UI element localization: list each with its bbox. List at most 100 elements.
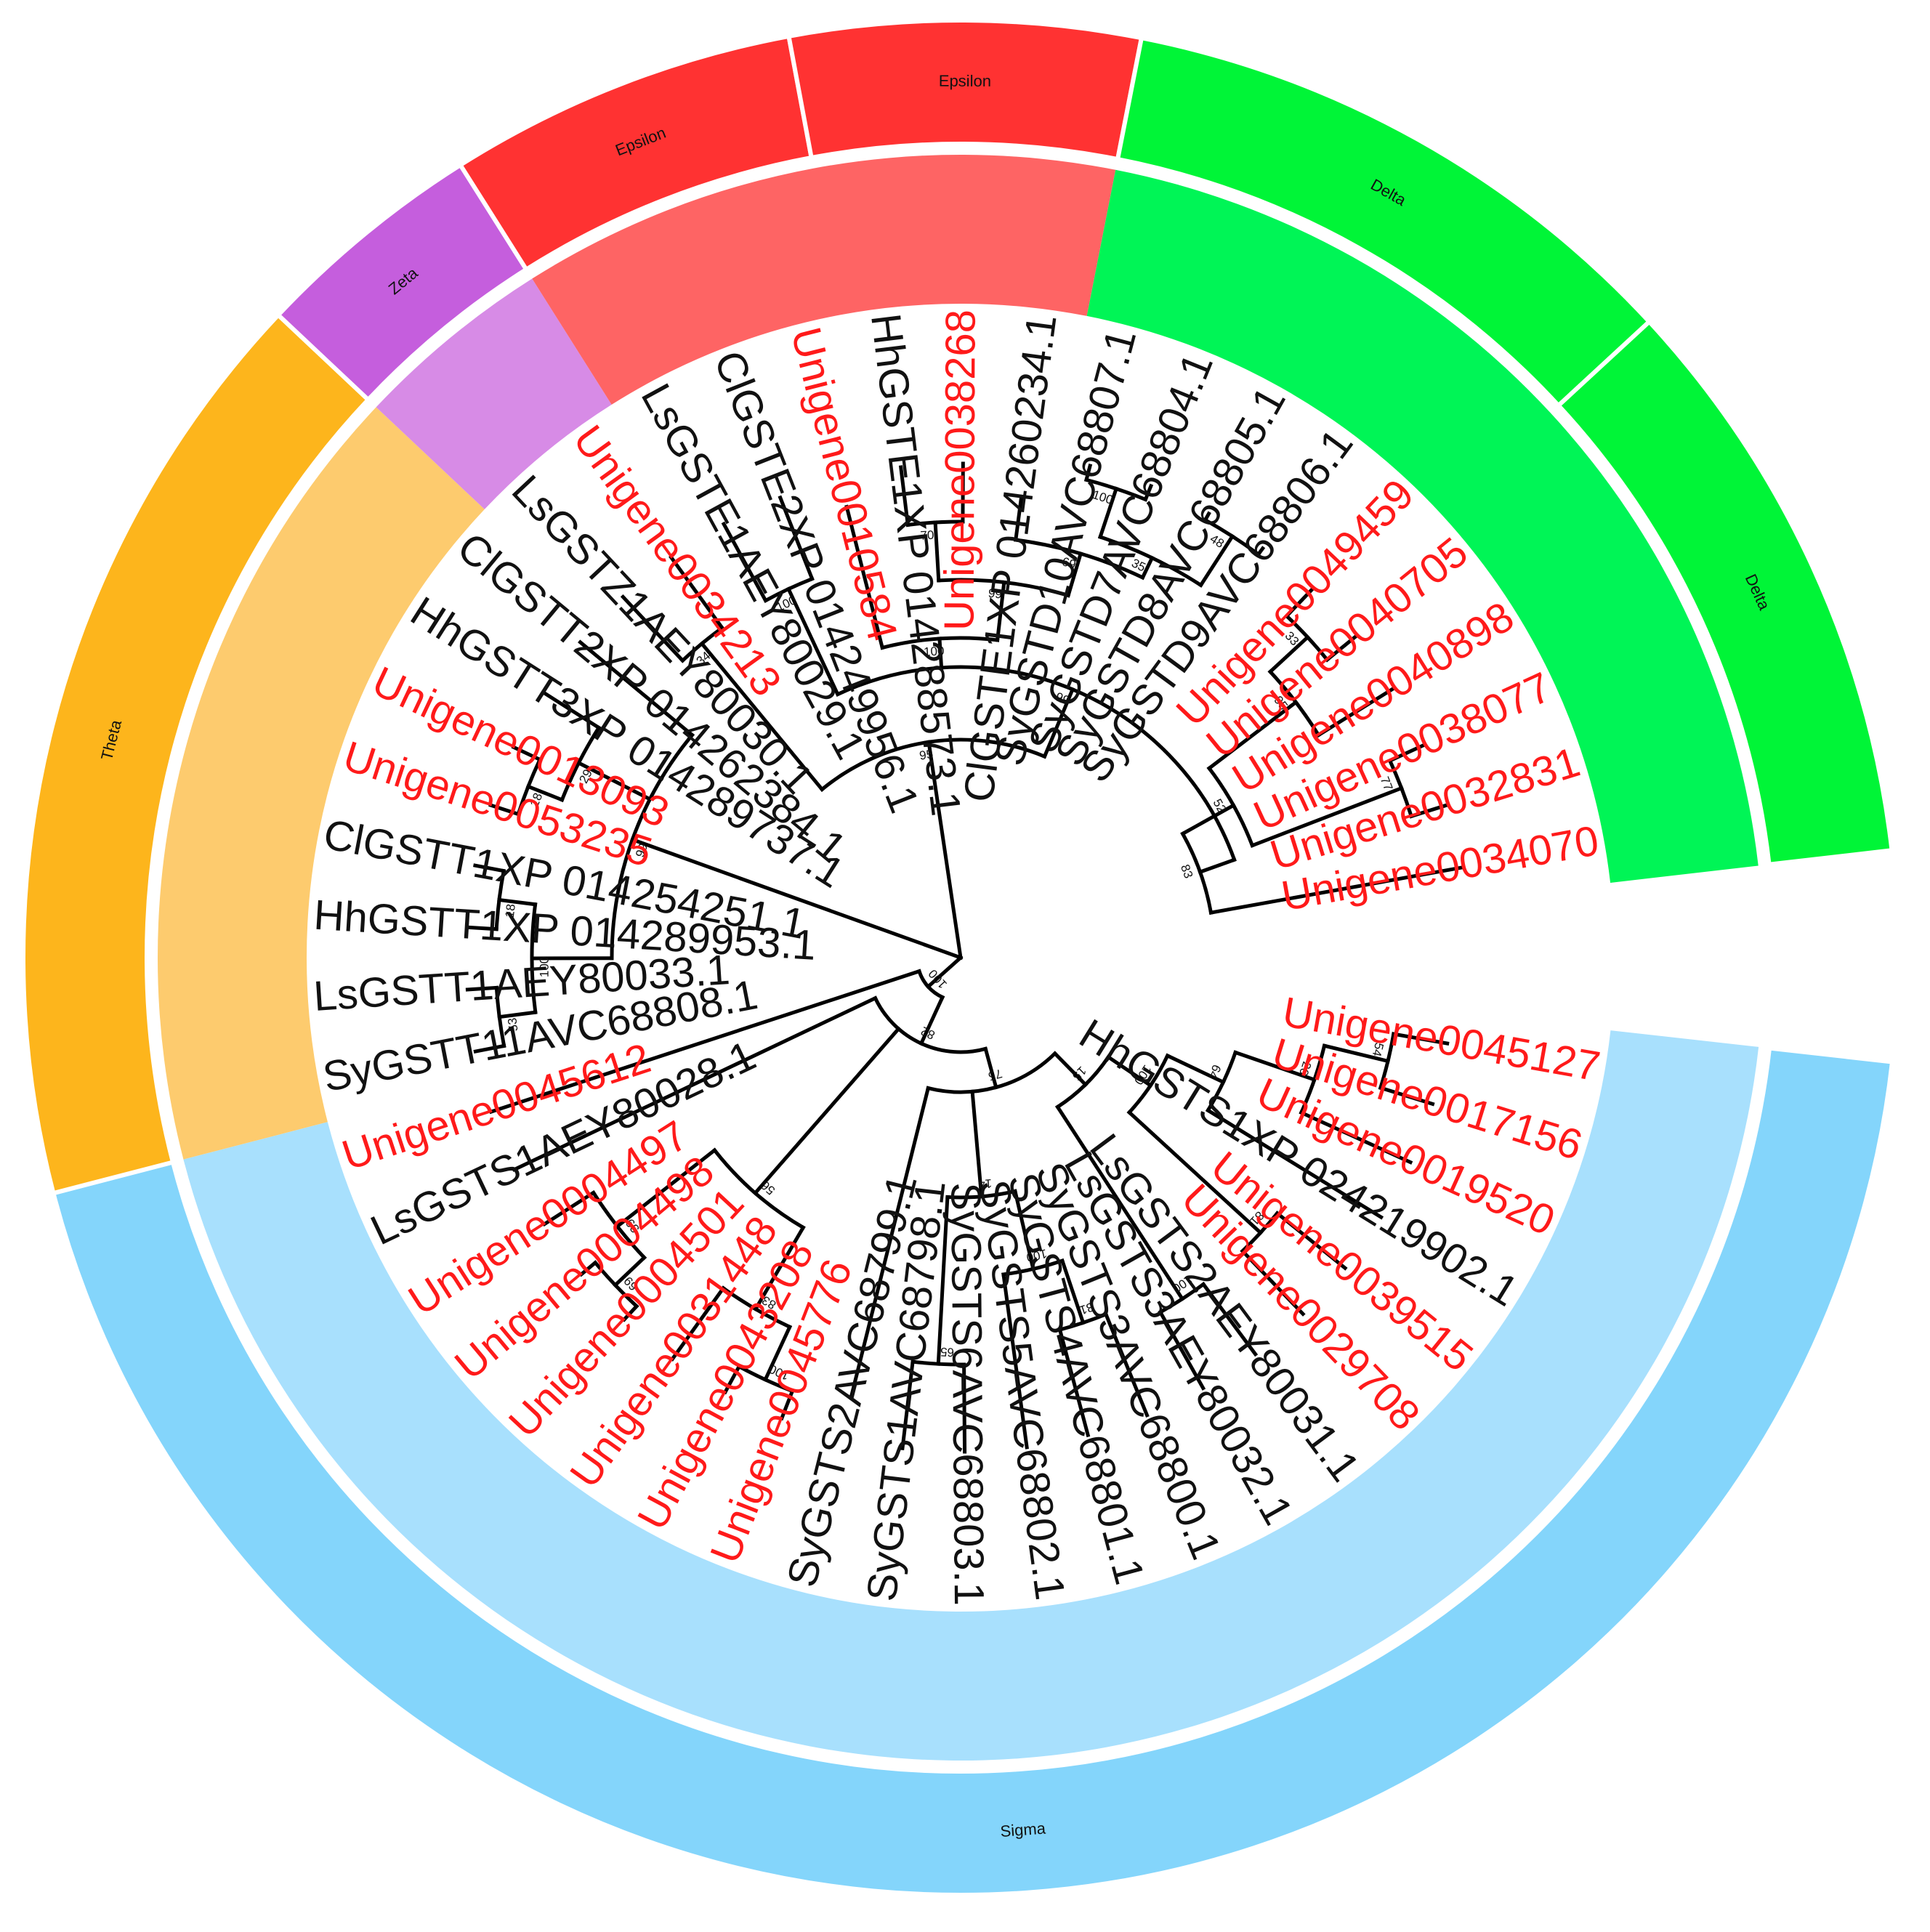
tree-branch xyxy=(1042,687,1075,759)
bootstrap-value: 53 xyxy=(505,1017,520,1032)
tree-branch xyxy=(578,1260,598,1277)
bootstrap-value: 100 xyxy=(923,644,945,659)
tree-branch xyxy=(1250,785,1404,848)
tree-arc xyxy=(1097,534,1204,588)
tree-branch xyxy=(541,1190,597,1227)
clade-band-zeta xyxy=(376,278,612,509)
tree-branch xyxy=(786,586,841,697)
tree-branch xyxy=(1140,555,1155,581)
tree-arc xyxy=(945,1189,1017,1200)
tree-arc xyxy=(880,636,1000,650)
tree-arc xyxy=(720,1285,793,1330)
tree-branch xyxy=(753,1225,806,1312)
clade-band-delta xyxy=(1086,169,1759,883)
tree-branch xyxy=(1065,551,1083,598)
clade-ring-segment xyxy=(50,1046,1895,1898)
tree-arc xyxy=(1180,831,1214,915)
tree-arc xyxy=(835,665,1237,862)
tree-branch xyxy=(995,580,1006,642)
tree-branch xyxy=(1057,1327,1091,1438)
tree-branch xyxy=(1324,634,1358,663)
tree-branch xyxy=(762,1324,793,1383)
tree-branch xyxy=(1198,533,1235,588)
tree-branch xyxy=(926,740,963,960)
tree-branch xyxy=(898,465,911,528)
tree-branch xyxy=(1097,486,1119,540)
tree-branch xyxy=(1083,463,1093,482)
clade-label: Epsilon xyxy=(939,72,991,90)
tree-branches xyxy=(465,461,1463,1454)
clade-band-sigma xyxy=(183,1030,1759,1761)
tree-branch xyxy=(1054,1104,1185,1302)
tree-branch xyxy=(1240,1248,1306,1317)
tree-branch xyxy=(844,504,885,650)
tree-branch xyxy=(849,1086,931,1397)
bootstrap-value: 69 xyxy=(1060,554,1078,572)
bootstrap-value: 75 xyxy=(987,1066,1004,1083)
tree-branch xyxy=(1208,865,1463,915)
tree-branch xyxy=(933,520,941,583)
tree-branch xyxy=(1103,1311,1150,1418)
bootstrap-value: 70 xyxy=(920,528,934,543)
tree-branch xyxy=(497,897,538,907)
tree-branch xyxy=(1256,546,1266,557)
tree-arc xyxy=(1014,538,1145,581)
tree-branch xyxy=(1014,494,1024,542)
tree-branch xyxy=(465,925,498,931)
bootstrap-value: 18 xyxy=(503,903,518,918)
tree-branch xyxy=(752,1026,902,1196)
tree-arc xyxy=(1299,1043,1327,1115)
bootstrap-value: 65 xyxy=(940,1345,955,1359)
tree-branch xyxy=(497,1010,538,1019)
clade-label: Sigma xyxy=(1000,1819,1047,1840)
tree-arc xyxy=(926,1051,1058,1094)
tree-arc xyxy=(1001,1258,1065,1277)
tree-branch xyxy=(779,1389,795,1421)
tree-branch xyxy=(936,1195,950,1366)
tree-branch xyxy=(578,639,695,738)
tree-branch xyxy=(511,745,543,762)
tree-branch xyxy=(1200,1281,1259,1357)
tree-arc xyxy=(873,995,988,1054)
tree-arc xyxy=(916,969,945,1000)
tree-branch xyxy=(983,1046,998,1090)
tree-arc xyxy=(560,725,602,803)
tree-branch xyxy=(1267,634,1311,675)
tree-branch xyxy=(722,1364,742,1395)
tree-branch xyxy=(630,837,964,961)
tree-branch xyxy=(1391,1032,1450,1046)
bootstrap-value: 56 xyxy=(759,1178,778,1197)
tree-branch xyxy=(1299,1110,1413,1165)
bootstrap-value: 31 xyxy=(1078,1300,1095,1317)
tree-branch xyxy=(488,802,521,817)
tree-branch xyxy=(1143,483,1154,502)
clade-band-epsilon xyxy=(532,154,1116,405)
tree-branch xyxy=(621,1304,639,1322)
tree-branch xyxy=(1165,1053,1226,1085)
clade-ring-segment xyxy=(1555,318,1894,868)
tree-branch xyxy=(1198,857,1237,875)
tree-branch xyxy=(918,995,945,1046)
tree-branch xyxy=(669,1285,726,1362)
tree-branch xyxy=(1203,511,1211,523)
leaf-label: SyGSTS6AVC68803.1 xyxy=(942,1182,993,1606)
tree-branch xyxy=(541,690,602,730)
tree-branch xyxy=(615,1147,717,1229)
tree-arc xyxy=(1206,765,1255,848)
tree-branch xyxy=(699,641,825,792)
tree-arc xyxy=(610,732,695,961)
tree-branch xyxy=(1284,587,1315,619)
tree-branch xyxy=(1001,1272,1029,1450)
tree-arc xyxy=(711,1147,806,1230)
bootstrap-value: 100 xyxy=(538,957,552,977)
tree-branch xyxy=(778,495,815,581)
tree-arc xyxy=(937,578,1071,598)
tree-branch xyxy=(488,969,922,1115)
tree-branch xyxy=(512,995,878,1173)
tree-arc xyxy=(1126,1053,1170,1115)
tree-branch xyxy=(1012,1189,1035,1272)
bootstrap-value: 99 xyxy=(988,586,1003,602)
leaf-label: Unigene0038268 xyxy=(936,310,985,631)
tree-branch xyxy=(669,554,725,631)
